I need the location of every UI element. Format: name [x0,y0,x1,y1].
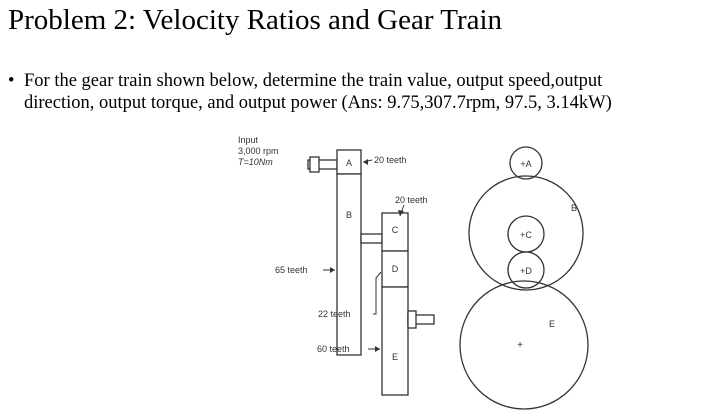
gear-e-teeth-label: 60 teeth [317,344,350,354]
front-gear-d [507,251,545,289]
front-gear-e-label: E [549,319,555,329]
intermediate-shaft [360,233,383,244]
problem-text-line-2: direction, output torque, and output pow… [24,93,612,113]
front-gear-b [468,175,584,291]
input-torque-label: T=10Nm [238,157,273,167]
side-gear-b [336,173,362,356]
input-label: Input [238,135,259,145]
problem-text-line-1: For the gear train shown below, determin… [24,71,603,91]
side-gear-a-label: A [346,158,352,168]
side-gear-d-label: D [392,264,399,274]
front-gear-e-center: + [517,340,523,351]
front-gear-c-label: +C [520,230,532,240]
gear-c-teeth-label: 20 teeth [395,195,428,205]
gear-b-teeth-label: 65 teeth [275,265,308,275]
gear-d-teeth-label: 22 teeth [318,309,351,319]
front-gear-a [509,146,543,180]
gear-a-teeth-label: 20 teeth [374,155,407,165]
output-shaft-coupling [407,310,417,329]
front-gear-a-label: +A [520,159,531,169]
input-shaft-coupling [309,156,320,173]
input-speed-label: 3,000 rpm [238,146,279,156]
side-gear-e-label: E [392,352,398,362]
side-gear-c-label: C [392,225,399,235]
side-gear-e [381,286,409,396]
side-gear-c [381,212,409,252]
front-gear-b-label: B [571,203,577,213]
bullet-icon: • [8,71,15,91]
front-gear-e [459,280,589,410]
front-gear-d-label: +D [520,266,532,276]
side-gear-b-label: B [346,210,352,220]
slide-title: Problem 2: Velocity Ratios and Gear Trai… [8,4,503,36]
